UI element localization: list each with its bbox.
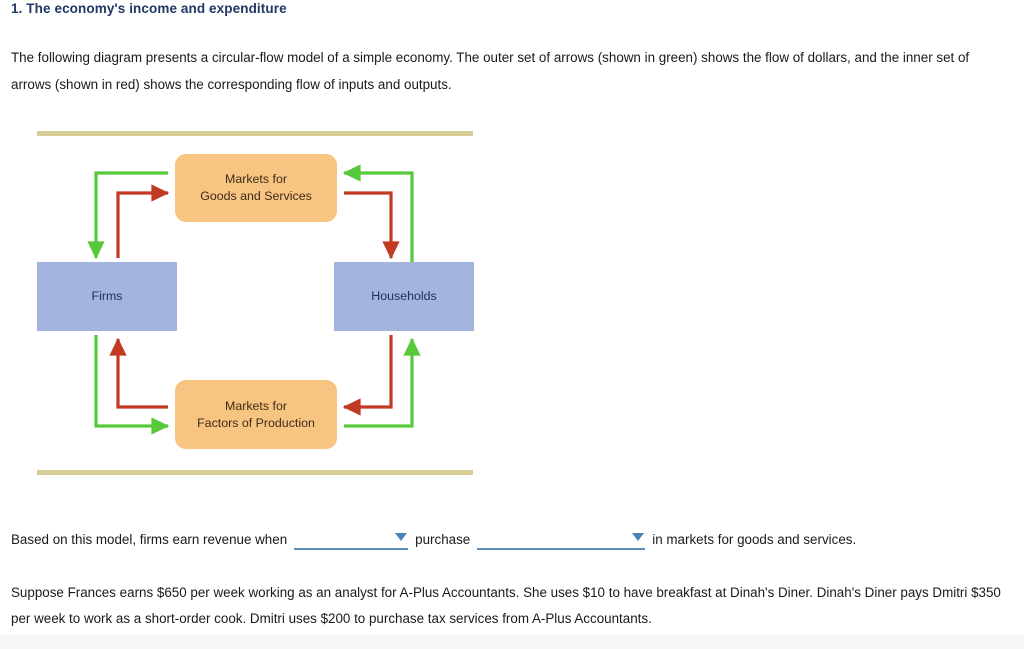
flow-red-firms-to-goods-market: [116, 184, 170, 258]
sentence-part-2: purchase: [415, 532, 471, 547]
node-markets-for-goods-and-services: Markets for Goods and Services: [175, 154, 337, 222]
node-households-label: Households: [371, 289, 437, 303]
node-markets-for-factors-of-production: Markets for Factors of Production: [175, 380, 337, 449]
circular-flow-diagram: Markets for Goods and Services Markets f…: [37, 131, 474, 475]
sentence-part-1: Based on this model, firms earn revenue …: [11, 532, 288, 547]
node-factors-line2: Factors of Production: [197, 415, 315, 430]
bottom-band: [0, 635, 1024, 649]
node-firms-label: Firms: [91, 289, 123, 303]
closing-paragraph: Suppose Frances earns $650 per week work…: [11, 585, 1001, 626]
node-factors-line1: Markets for: [225, 398, 287, 413]
answer-sentence: Based on this model, firms earn revenue …: [11, 529, 856, 550]
sentence-part-3: in markets for goods and services.: [652, 532, 857, 547]
node-goods-line1: Markets for: [225, 172, 287, 186]
flow-red-goods-market-to-households: [344, 191, 400, 260]
chevron-down-icon: [632, 533, 645, 541]
diagram-top-rule: [37, 131, 473, 136]
page-title: 1. The economy's income and expenditure: [11, 1, 287, 16]
flow-green-firms-to-factors-market: [94, 335, 170, 435]
flow-green-goods-market-to-firms: [87, 171, 168, 260]
node-goods-line2: Goods and Services: [200, 189, 312, 203]
node-firms: Firms: [37, 262, 177, 331]
intro-paragraph: The following diagram presents a circula…: [11, 50, 970, 92]
dropdown-subject[interactable]: [294, 529, 409, 550]
chevron-down-icon: [395, 533, 408, 541]
node-households: Households: [334, 262, 474, 331]
flow-green-factors-market-to-households: [344, 337, 421, 428]
flow-red-factors-market-to-firms: [109, 337, 168, 409]
dropdown-object[interactable]: [477, 529, 646, 550]
diagram-canvas: Markets for Goods and Services Markets f…: [37, 136, 474, 470]
flow-arrows: [87, 164, 421, 435]
diagram-bottom-rule: [37, 470, 473, 475]
flow-red-households-to-factors-market: [342, 335, 393, 416]
flow-green-households-to-goods-market: [342, 164, 414, 262]
